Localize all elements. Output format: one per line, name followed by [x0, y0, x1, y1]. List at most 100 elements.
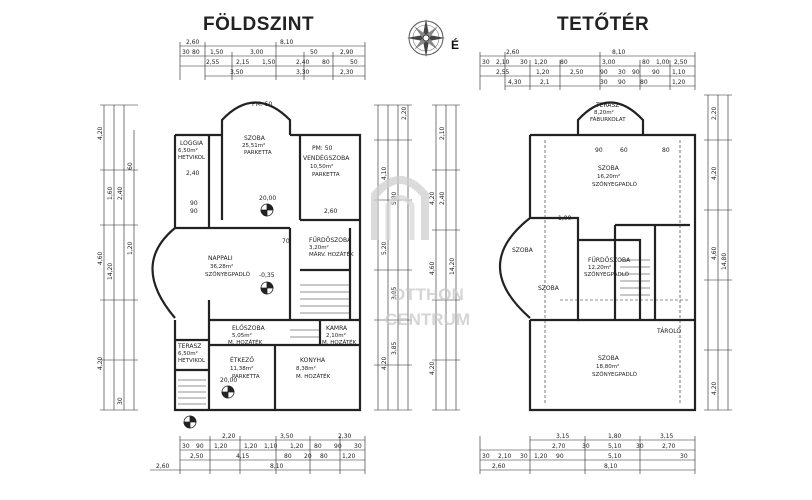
dimension-label: 4,10	[381, 166, 388, 180]
dimension-label: 2,40	[117, 186, 124, 200]
room-area: 10,50m²	[310, 163, 333, 170]
room-mark: 90	[190, 200, 198, 207]
dimension-label: 1,60	[107, 186, 114, 200]
dimension-label: 4,20	[429, 361, 436, 375]
attic-labels: TERASZ 8,20m² FÁBURKOLAT SZOBA 16,20m² S…	[429, 49, 728, 470]
room-area: 25,51m²	[242, 142, 265, 149]
attic-roof-lines	[544, 140, 690, 405]
dimension-label: 1,20	[342, 453, 356, 460]
ground-bottom-dimensions	[150, 436, 366, 474]
dimension-label: 30	[600, 79, 608, 86]
room-name: TERASZ	[177, 343, 201, 350]
dimension-label: 90	[334, 443, 342, 450]
dimension-label: 2,40	[439, 191, 446, 205]
ground-top-dimensions	[179, 42, 366, 80]
room-area: 16,20m²	[597, 173, 620, 180]
compass-rose-icon	[407, 19, 445, 57]
room-mark: 90	[595, 147, 603, 154]
room-mark: PM: 50	[252, 101, 273, 108]
dimension-label: 14,80	[721, 253, 728, 270]
dimension-label: 3,30	[296, 69, 310, 76]
dimension-label: 3,05	[391, 286, 398, 300]
room-floor: FÁBURKOLAT	[590, 116, 626, 123]
room-mark: 90	[190, 208, 198, 215]
attic-plan	[432, 52, 732, 474]
dimension-label: 2,60	[156, 463, 170, 470]
attic-walls	[498, 101, 697, 412]
dimension-label: 80	[320, 453, 328, 460]
ground-left-dimensions	[100, 104, 138, 411]
dimension-label: 30	[117, 397, 124, 405]
dimension-label: 5,10	[608, 443, 622, 450]
dimension-label: 3,50	[230, 69, 244, 76]
dimension-label: 4,60	[97, 251, 104, 265]
dimension-label: 80	[284, 453, 292, 460]
dimension-label: 14,20	[107, 263, 114, 280]
dimension-label: 2,60	[506, 49, 520, 56]
dimension-label: 2,20	[222, 433, 236, 440]
dimension-label: 2,10	[439, 126, 446, 140]
room-name: FÜRDŐSZOBA	[588, 257, 631, 264]
dimension-label: 3,15	[556, 433, 570, 440]
dimension-label: 80	[322, 59, 330, 66]
dimension-label: 4,20	[97, 356, 104, 370]
dimension-label: 3,85	[391, 341, 398, 355]
dimension-label: 1,20	[214, 443, 228, 450]
dimension-label: 1,10	[672, 69, 686, 76]
dimension-label: 3,15	[660, 433, 674, 440]
attic-left-dimensions	[432, 104, 460, 411]
room-mark: 70	[282, 238, 290, 245]
room-area: 8,20m²	[594, 109, 614, 116]
dimension-label: 2,50	[190, 453, 204, 460]
room-floor: M. HOZÁTÉK	[296, 372, 331, 380]
room-floor: PARKETTA	[232, 374, 260, 380]
dimension-label: 30	[520, 59, 528, 66]
dimension-label: 1,20	[127, 241, 134, 255]
dimension-label: 2,10	[498, 453, 512, 460]
room-mark: 60	[620, 147, 628, 154]
dimension-label: 30	[354, 443, 362, 450]
attic-top-dimensions	[479, 52, 696, 90]
watermark-logo: OTTHON CENTRUM	[371, 176, 470, 329]
room-name: SZOBA	[512, 247, 534, 254]
dimension-label: 2,20	[401, 106, 408, 120]
level-label: 20,00	[259, 195, 276, 202]
dimension-label: 3,00	[250, 49, 264, 56]
room-area: 3,20m²	[309, 244, 329, 251]
dimension-label: 80	[640, 79, 648, 86]
watermark-text: CENTRUM	[385, 310, 470, 329]
dimension-label: 4,15	[236, 453, 250, 460]
dimension-label: 8,10	[612, 49, 626, 56]
ground-walls	[151, 101, 362, 412]
room-name: KONYHA	[300, 357, 326, 364]
dimension-label: 1,20	[290, 443, 304, 450]
dimension-label: 2,90	[340, 49, 354, 56]
room-name: SZOBA	[598, 165, 620, 172]
ground-floor-title: FÖLDSZINT	[203, 14, 315, 35]
dimension-label: 80	[192, 49, 200, 56]
dimension-label: 30	[482, 453, 490, 460]
room-floor: PARKETTA	[312, 172, 340, 178]
dimension-label: 30	[520, 453, 528, 460]
room-mark: 1,00	[558, 215, 572, 222]
room-name: SZOBA	[244, 135, 266, 142]
room-floor: HETVIKOL	[178, 358, 206, 364]
room-floor: PARKETTA	[244, 150, 272, 156]
room-mark: PM: 50	[312, 145, 333, 152]
dimension-label: 2,60	[186, 39, 200, 46]
dimension-label: 30	[182, 49, 190, 56]
room-area: 5,05m²	[232, 332, 252, 339]
room-area: 18,80m²	[596, 363, 619, 370]
dimension-label: 30	[618, 69, 626, 76]
room-name: FÜRDŐSZOBA	[309, 237, 352, 244]
dimension-label: 30	[582, 443, 590, 450]
dimension-label: 2,70	[552, 443, 566, 450]
dimension-label: 30	[636, 443, 644, 450]
dimension-label: 2,50	[674, 59, 688, 66]
room-name: KAMRA	[326, 325, 348, 332]
dimension-label: 2,20	[711, 106, 718, 120]
dimension-label: 2,10	[496, 59, 510, 66]
dimension-label: 1,20	[534, 59, 548, 66]
attic-stairs	[620, 259, 650, 296]
